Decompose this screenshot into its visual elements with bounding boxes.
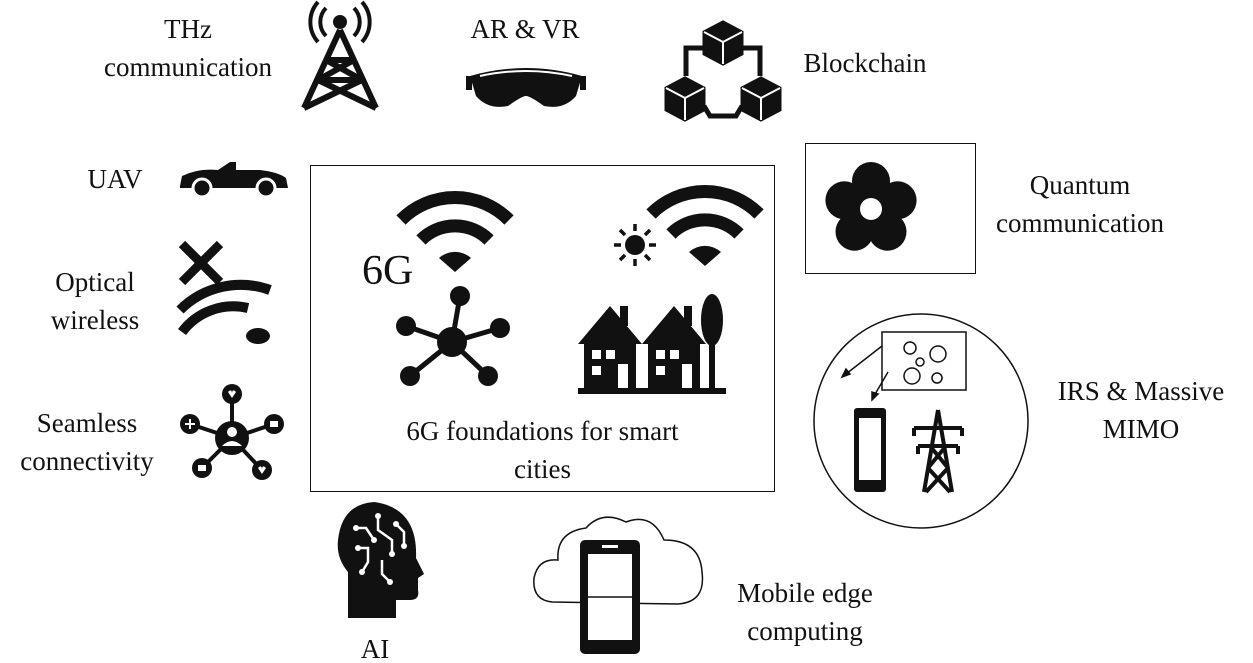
blockchain-cubes-icon: [664, 20, 782, 122]
ai-head-icon: [337, 502, 424, 618]
blockchain-label: Blockchain: [803, 48, 927, 78]
wifi-icon: [396, 191, 514, 272]
social-network-icon: [180, 384, 284, 480]
arvr-label: AR & VR: [470, 14, 580, 44]
houses-icon: [578, 294, 726, 394]
vr-headset-icon: [466, 68, 586, 107]
flower-icon: [825, 162, 917, 251]
badge-6g: 6G: [362, 248, 414, 294]
irs-circle: [813, 313, 1029, 529]
center-box: [310, 165, 775, 492]
sun-icon: [614, 224, 656, 266]
phone-and-pylon-icon: [854, 408, 964, 494]
wifi-off-icon: [176, 240, 272, 344]
ai-label: AI: [360, 634, 390, 663]
network-hub-icon: [396, 286, 510, 386]
cloud-phone-icon: [533, 516, 704, 654]
car-icon: [180, 162, 288, 199]
cell-tower-icon: [301, 0, 379, 111]
uav-label: UAV: [87, 164, 143, 194]
wifi-icon-right: [646, 185, 764, 266]
quantum-box: [805, 143, 976, 274]
